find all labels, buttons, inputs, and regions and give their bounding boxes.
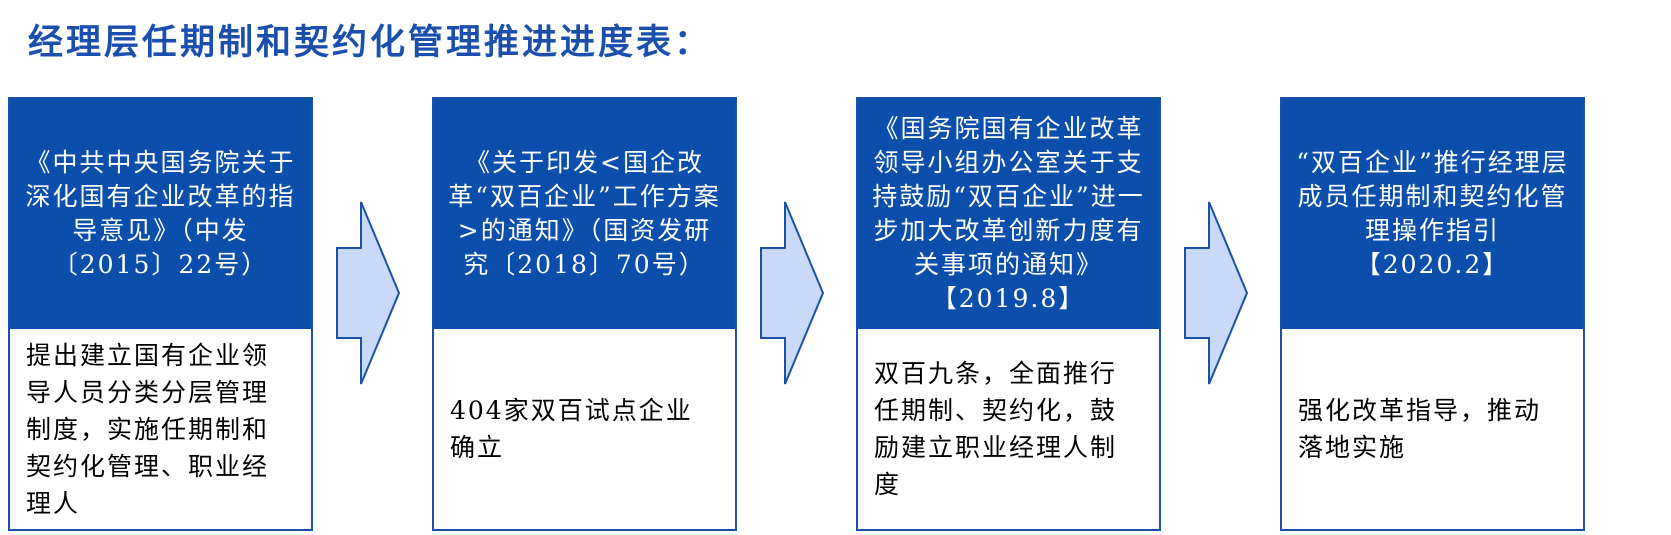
step-card-4: “双百企业”推行经理层成员任期制和契约化管理操作指引【2020.2】 强化改革指…	[1280, 97, 1585, 531]
step-3-description: 双百九条，全面推行任期制、契约化，鼓励建立职业经理人制度	[874, 359, 1118, 499]
page-title: 经理层任期制和契约化管理推进进度表：	[28, 23, 713, 63]
right-arrow-icon	[760, 201, 825, 385]
step-4-document-title: “双百企业”推行经理层成员任期制和契约化管理操作指引【2020.2】	[1282, 99, 1583, 329]
step-2-description: 404家双百试点企业确立	[450, 396, 693, 462]
step-card-3: 《国务院国有企业改革领导小组办公室关于支持鼓励“双百企业”进一步加大改革创新力度…	[856, 97, 1161, 531]
step-2-document-title: 《关于印发<国企改革“双百企业”工作方案>的通知》（国资发研究〔2018〕70号…	[434, 99, 735, 329]
step-card-2: 《关于印发<国企改革“双百企业”工作方案>的通知》（国资发研究〔2018〕70号…	[432, 97, 737, 531]
right-arrow-icon	[1184, 201, 1249, 385]
step-card-1: 《中共中央国务院关于深化国有企业改革的指导意见》（中发〔2015〕22号） 提出…	[8, 97, 313, 531]
step-3-document-title: 《国务院国有企业改革领导小组办公室关于支持鼓励“双百企业”进一步加大改革创新力度…	[858, 99, 1159, 329]
right-arrow-icon	[336, 201, 401, 385]
step-1-description: 提出建立国有企业领导人员分类分层管理制度，实施任期制和契约化管理、职业经理人	[26, 340, 270, 518]
step-1-document-title: 《中共中央国务院关于深化国有企业改革的指导意见》（中发〔2015〕22号）	[10, 99, 311, 329]
step-4-description: 强化改革指导，推动落地实施	[1298, 396, 1542, 462]
